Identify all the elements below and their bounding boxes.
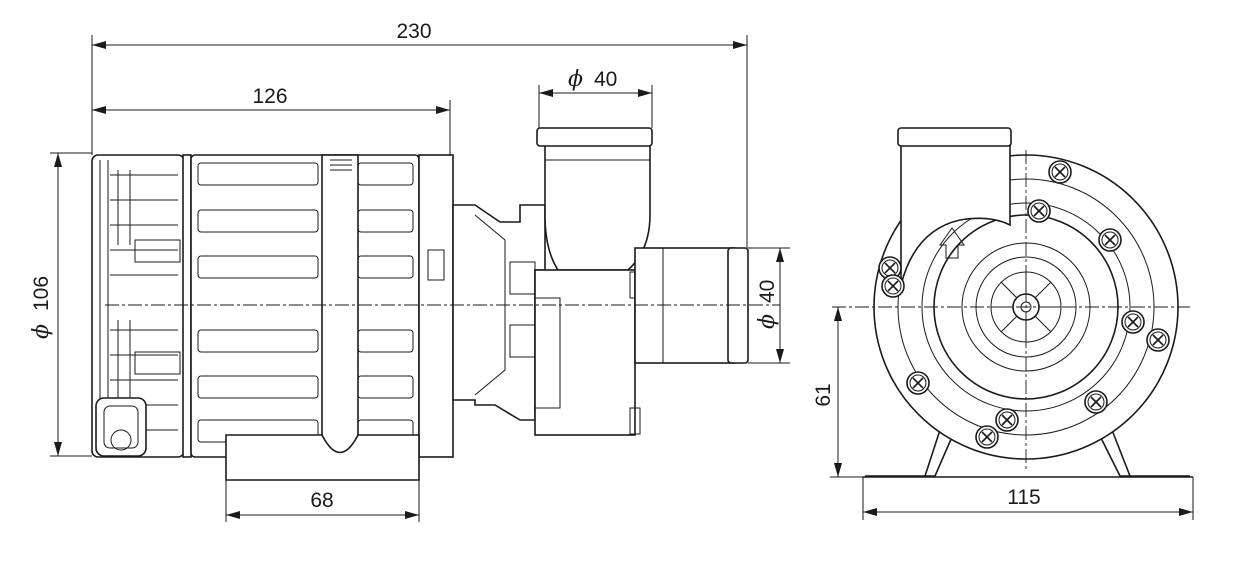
- dim-motor-length: 126: [252, 85, 287, 108]
- cable-gland: [95, 397, 147, 457]
- screw-icon: [1146, 328, 1170, 352]
- screw-icon: [975, 425, 999, 449]
- screw-icon: [906, 371, 930, 395]
- diameter-symbol: ϕ: [29, 324, 54, 339]
- dim-foot-width: 115: [1007, 486, 1040, 509]
- mounting-foot: [225, 434, 420, 481]
- dimension-lines: [50, 35, 1194, 522]
- dim-inlet-diameter: 40: [594, 68, 617, 91]
- front-inlet-nozzle: [897, 127, 1012, 286]
- screw-icon: [1121, 310, 1145, 334]
- volute-housing: [534, 269, 641, 436]
- diameter-symbol: ϕ: [568, 67, 583, 92]
- front-foot-right: [1095, 429, 1190, 477]
- motor-body: [182, 154, 454, 458]
- inlet-nozzle: [536, 127, 653, 271]
- dim-outlet-diameter: 40: [756, 280, 779, 303]
- screw-icon: [1048, 160, 1072, 184]
- dimension-labels: 230 126 ϕ 40 ϕ 106 ϕ 40 68 61 115: [29, 20, 1041, 512]
- screw-icon: [1027, 199, 1051, 223]
- outlet-nozzle: [634, 247, 749, 364]
- dim-shaft-height: 61: [812, 383, 835, 406]
- dim-overall-length: 230: [396, 20, 431, 43]
- dim-motor-diameter: 106: [30, 276, 53, 311]
- screw-icon: [995, 408, 1019, 432]
- pump-head: [452, 204, 546, 421]
- diameter-symbol: ϕ: [755, 314, 780, 329]
- front-view: [832, 127, 1193, 478]
- screw-icon: [1084, 390, 1108, 414]
- side-view: [91, 127, 780, 481]
- flow-arrow-icon: [939, 227, 965, 259]
- screw-icon: [881, 274, 905, 298]
- dim-foot-length: 68: [310, 489, 333, 512]
- screw-icon: [1098, 228, 1122, 252]
- front-foot-left: [865, 429, 957, 477]
